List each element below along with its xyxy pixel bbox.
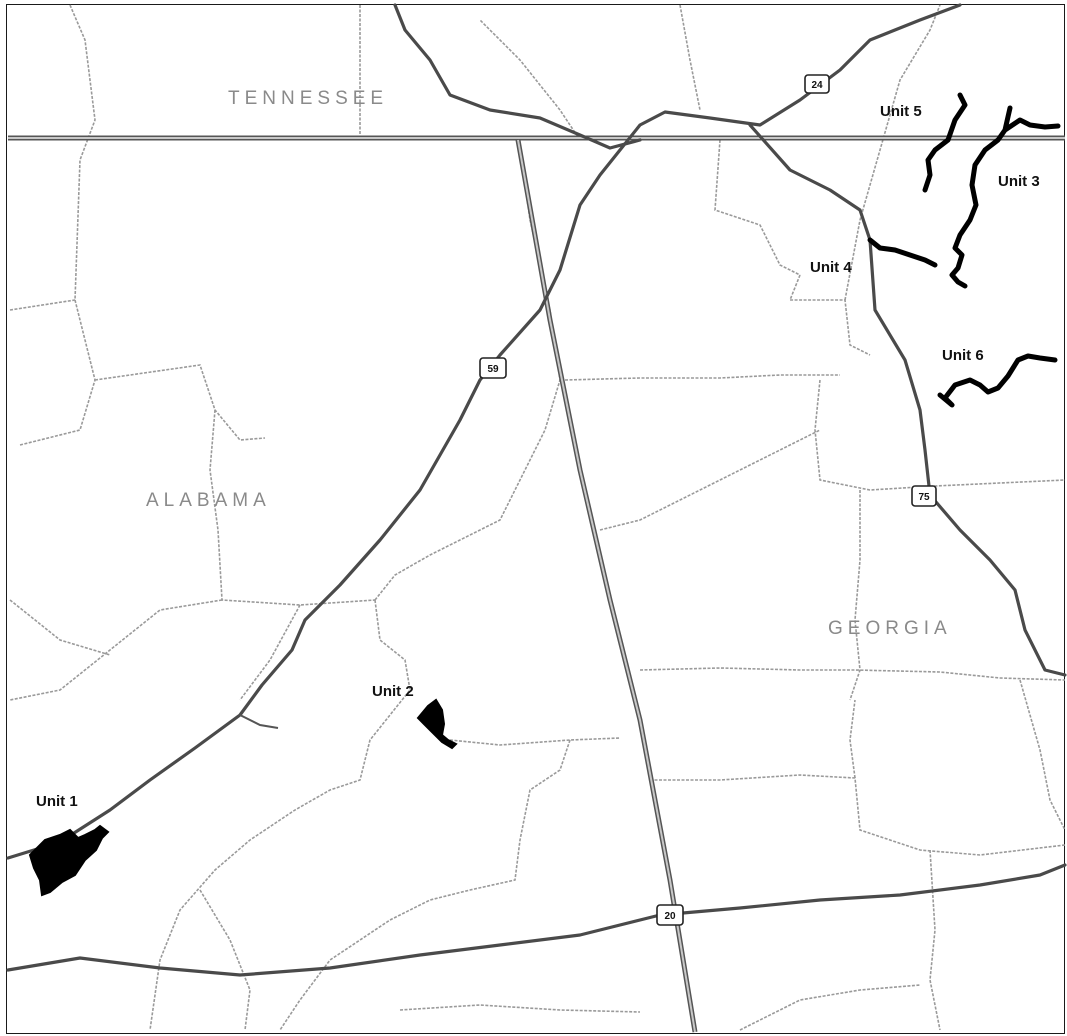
highway-24-road bbox=[393, 3, 642, 150]
county-boundaries bbox=[9, 4, 1066, 1031]
spur-road bbox=[239, 714, 279, 729]
shield-59: 59 bbox=[479, 357, 507, 379]
highway-75-road bbox=[748, 123, 1067, 677]
shield-20: 20 bbox=[656, 904, 684, 926]
unit-3-line bbox=[949, 105, 1061, 289]
unit-features bbox=[28, 92, 1061, 897]
svg-text:75: 75 bbox=[918, 492, 930, 503]
unit-label-4: Unit 4 bbox=[810, 259, 852, 276]
unit-1-shape bbox=[28, 824, 110, 897]
state-label-alabama: ALABAMA bbox=[146, 490, 271, 511]
highway-20-road bbox=[6, 863, 1067, 977]
unit-label-6: Unit 6 bbox=[942, 347, 984, 364]
unit-2-shape bbox=[416, 698, 458, 750]
unit-5-line bbox=[922, 92, 968, 193]
unit-label-2: Unit 2 bbox=[372, 683, 414, 700]
svg-text:59: 59 bbox=[487, 364, 499, 375]
unit-6-line bbox=[937, 353, 1058, 408]
unit-label-1: Unit 1 bbox=[36, 793, 78, 810]
map-frame bbox=[6, 4, 1065, 1034]
svg-text:24: 24 bbox=[811, 80, 823, 91]
state-label-georgia: GEORGIA bbox=[828, 618, 952, 639]
unit-label-5: Unit 5 bbox=[880, 103, 922, 120]
state-boundaries bbox=[8, 135, 1065, 1033]
highways bbox=[6, 3, 1067, 977]
svg-text:20: 20 bbox=[664, 911, 676, 922]
unit-4-line bbox=[867, 237, 938, 268]
shield-75: 75 bbox=[911, 485, 937, 507]
shield-24: 24 bbox=[804, 74, 830, 94]
state-label-tennessee: TENNESSEE bbox=[228, 88, 388, 109]
unit-label-3: Unit 3 bbox=[998, 173, 1040, 190]
highway-59-road bbox=[6, 3, 962, 860]
